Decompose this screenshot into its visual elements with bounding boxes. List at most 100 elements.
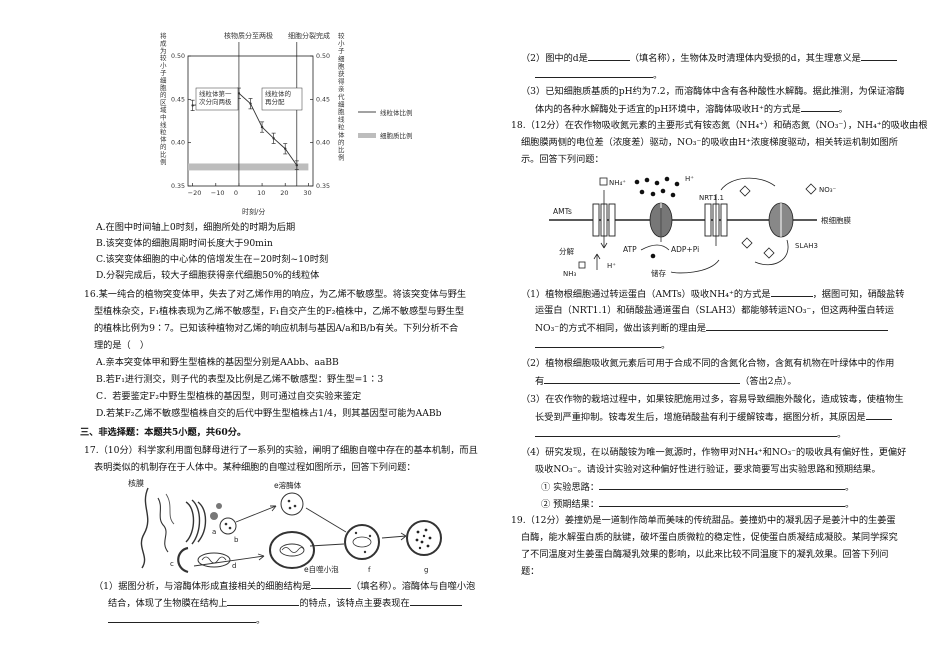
legend-mito-label: 线粒体比例 — [380, 108, 413, 117]
q17-sub1-line-2: 结合，体现了生物膜在结构上的特点，该特点主要表现在 — [108, 595, 462, 611]
q18-sub4-result: ② 预期结果：。 — [541, 496, 854, 512]
y-tick-label-left: 0.35 — [171, 183, 185, 190]
q17-answer-blank-2[interactable] — [227, 595, 300, 606]
arrow-c-to-vesicle — [193, 555, 265, 567]
phase-box-2 — [261, 87, 303, 111]
x-tick-label: 30 — [303, 189, 311, 197]
q17-answer-blank-5[interactable] — [587, 50, 630, 61]
q18-answer-blank-5[interactable] — [865, 409, 892, 420]
q16-option-a: A.亲本突变体甲和野生型植株的基因型分别是AAbb、aaBB — [96, 357, 339, 368]
y-tick-label-right: 0.50 — [316, 53, 330, 60]
q18-answer-blank-6[interactable] — [535, 426, 837, 437]
q18-sub2-line-2: 有（答出2点）。 — [535, 373, 797, 389]
mitochondrion-d — [197, 552, 231, 568]
y-tick-label-right: 0.45 — [316, 96, 330, 103]
q16-line-3: 的植株比例为9∶7。已知该种植物对乙烯的响应机制与基因A/a和B/b有关。下列分… — [94, 323, 459, 334]
q17-answer-blank-1[interactable] — [311, 578, 352, 589]
label-nrt: NRT1.1 — [699, 194, 724, 202]
q18-sub3-line-3: 。 — [535, 426, 846, 442]
label-hplus-bottom: H⁺ — [607, 262, 616, 270]
label-atp: ATP — [623, 245, 637, 254]
q18-answer-blank-7[interactable] — [599, 479, 846, 490]
q18-sub3-line-1: （3）在农作物的栽培过程中，如果铵肥施用过多，容易导致细胞外酸化，造成铵毒，使植… — [521, 394, 904, 405]
label-adp: ADP+Pi — [671, 245, 699, 254]
y-tick-label-left: 0.40 — [171, 140, 185, 147]
q18-answer-blank-1[interactable] — [770, 286, 813, 297]
label-f: f — [368, 566, 371, 574]
legend-cyto-swatch — [358, 133, 376, 138]
autophagy-diagram: 核膜 a b d c e溶酶体 e自噬小泡 f — [128, 478, 442, 574]
q18-sub3-line-2: 长受到严重抑制。铵毒发生后，增施硝酸盐有利于缓解铵毒，据图分析，其原因是 — [535, 409, 892, 425]
label-decompose: 分解 — [559, 246, 574, 256]
no3-diamond-out — [805, 183, 817, 195]
amts-transporter — [592, 203, 600, 237]
label-b: b — [234, 536, 239, 544]
arrow-golgi-to-lysosome — [235, 505, 277, 523]
phagophore-c — [177, 546, 189, 574]
er-membrane — [157, 497, 169, 553]
q17-sub2-line-1: （2）图中的d是（填名称），生物体及时清理体内受损的d，其生理意义是 — [521, 50, 897, 66]
proton-dots-top — [634, 176, 680, 198]
q16-option-d: D.若某F₂乙烯不敏感型植株自交的后代中野生型植株占1/4，则其基因型可能为AA… — [96, 408, 442, 419]
q18-answer-blank-8[interactable] — [599, 496, 846, 507]
data-point — [249, 102, 252, 105]
lysosome-bud — [219, 517, 237, 535]
nitrogen-transport-diagram: 根细胞膜 AMTs NH₄⁺ H⁺ NRT1.1 SLAH3 NO₃⁻ — [549, 175, 851, 278]
q15-option-d: D.分裂完成后，较大子细胞获得亲代细胞50%的线粒体 — [96, 270, 320, 281]
q18-sub1-line-4: 。 — [535, 337, 670, 353]
q18-line-2: 细胞膜两侧的电位差（浓度差）驱动，NO₃⁻的吸收由H⁺浓度梯度驱动，相关转运机制… — [521, 137, 898, 148]
q16-line-2: 型植株杂交，F₁植株表现为乙烯不敏感型，F₁自交产生的F₂植株中，乙烯不敏感型与… — [94, 306, 465, 317]
q17-answer-blank-8[interactable] — [800, 101, 839, 112]
q17-line-2: 表明类似的机制存在于人体中。某种细胞的自噬过程如图所示，回答下列问题： — [94, 462, 416, 473]
y-axis-left-label: 将成为较小子细胞的区域中线粒体的比例 — [160, 32, 167, 166]
q16-line-4: 理的是（ ） — [94, 340, 150, 351]
lysosome-e — [280, 492, 304, 516]
q17-sub3-line-1: （3）已知细胞质基质的pH约为7.2，而溶酶体中含有各种酸性水解酶。据此推测，为… — [521, 86, 905, 97]
label-storage: 储存 — [651, 268, 666, 278]
label-d: d — [232, 562, 236, 570]
label-slah3: SLAH3 — [795, 242, 818, 250]
label-hplus-top: H⁺ — [685, 175, 694, 183]
arrow-to-fusion — [305, 507, 347, 547]
plot-frame — [187, 55, 314, 187]
q18-answer-blank-3[interactable] — [535, 337, 661, 348]
x-tick-label: −20 — [188, 189, 202, 197]
nuclear-envelope — [140, 487, 149, 569]
q16-option-b: B.若F₁进行测交，则子代的表型及比例是乙烯不敏感型：野生型=1∶3 — [96, 374, 384, 385]
q18-sub1-line-3: NO₃⁻的方式不相同，做出该判断的理由是 — [535, 320, 889, 336]
chart-marks — [188, 42, 309, 186]
phase-label-2: 线粒体的再分配 — [265, 89, 292, 106]
phase-box-1 — [195, 87, 239, 111]
q18-line-1: 18.（12分）在农作物吸收氮元素的主要形式有铵态氮（NH₄⁺）和硝态氮（NO₃… — [511, 120, 928, 131]
q15-option-b: B.该突变体的细胞周期时间长度大于90min — [96, 238, 273, 249]
q19-line-4: 题： — [521, 566, 540, 577]
q17-answer-blank-6[interactable] — [860, 50, 897, 61]
q18-sub4-idea: ① 实验思路：。 — [541, 479, 854, 495]
q19-line-3: 了不同温度对生姜蛋白酶凝乳效果的影响，以此来比较不同温度下的凝乳效果。回答下列问 — [521, 549, 889, 560]
q17-answer-blank-3[interactable] — [409, 595, 462, 606]
q18-sub1-line-1: （1）植物根细胞通过转运蛋白（AMTs）吸收NH₄⁺的方式是，据图可知，硝酸盐转 — [521, 286, 904, 302]
label-amts: AMTs — [553, 207, 572, 216]
q17-sub1-line-3: 。 — [108, 612, 265, 628]
y-tick-label-right: 0.35 — [316, 183, 330, 190]
data-point — [272, 137, 275, 140]
q18-sub4-line-1: （4）研究发现，在以硝酸铵为唯一氮源时，作物甲对NH₄⁺和NO₃⁻的吸收具有偏好… — [521, 447, 907, 458]
x-axis-label: 时刻/分 — [242, 207, 265, 216]
q18-answer-blank-2[interactable] — [706, 320, 889, 331]
q18-answer-blank-4[interactable] — [544, 373, 741, 384]
q17-answer-blank-7[interactable] — [535, 67, 653, 78]
q17-answer-blank-4[interactable] — [108, 612, 256, 623]
q17-sub3-line-2: 体内的各种水解酶处于适宜的pH环境中，溶酶体吸收H⁺的方式是。 — [535, 101, 848, 117]
golgi-stack — [185, 499, 207, 545]
q18-sub4-line-2: 吸收NO₃⁻。请设计实验对这种偏好性进行验证，要求简要写出实验思路和预期结果。 — [535, 464, 881, 475]
data-point — [260, 125, 264, 129]
label-nh4: NH₄⁺ — [609, 179, 626, 187]
label-nuclear-envelope: 核膜 — [128, 478, 144, 488]
data-point — [237, 92, 241, 95]
label-g: g — [424, 566, 428, 574]
section-3-title: 三、非选择题：本题共5小题，共60分。 — [80, 427, 247, 438]
y-tick-label-left: 0.50 — [171, 53, 185, 60]
cytoplasm-ratio-band — [188, 163, 309, 171]
nh4-square — [599, 177, 608, 186]
